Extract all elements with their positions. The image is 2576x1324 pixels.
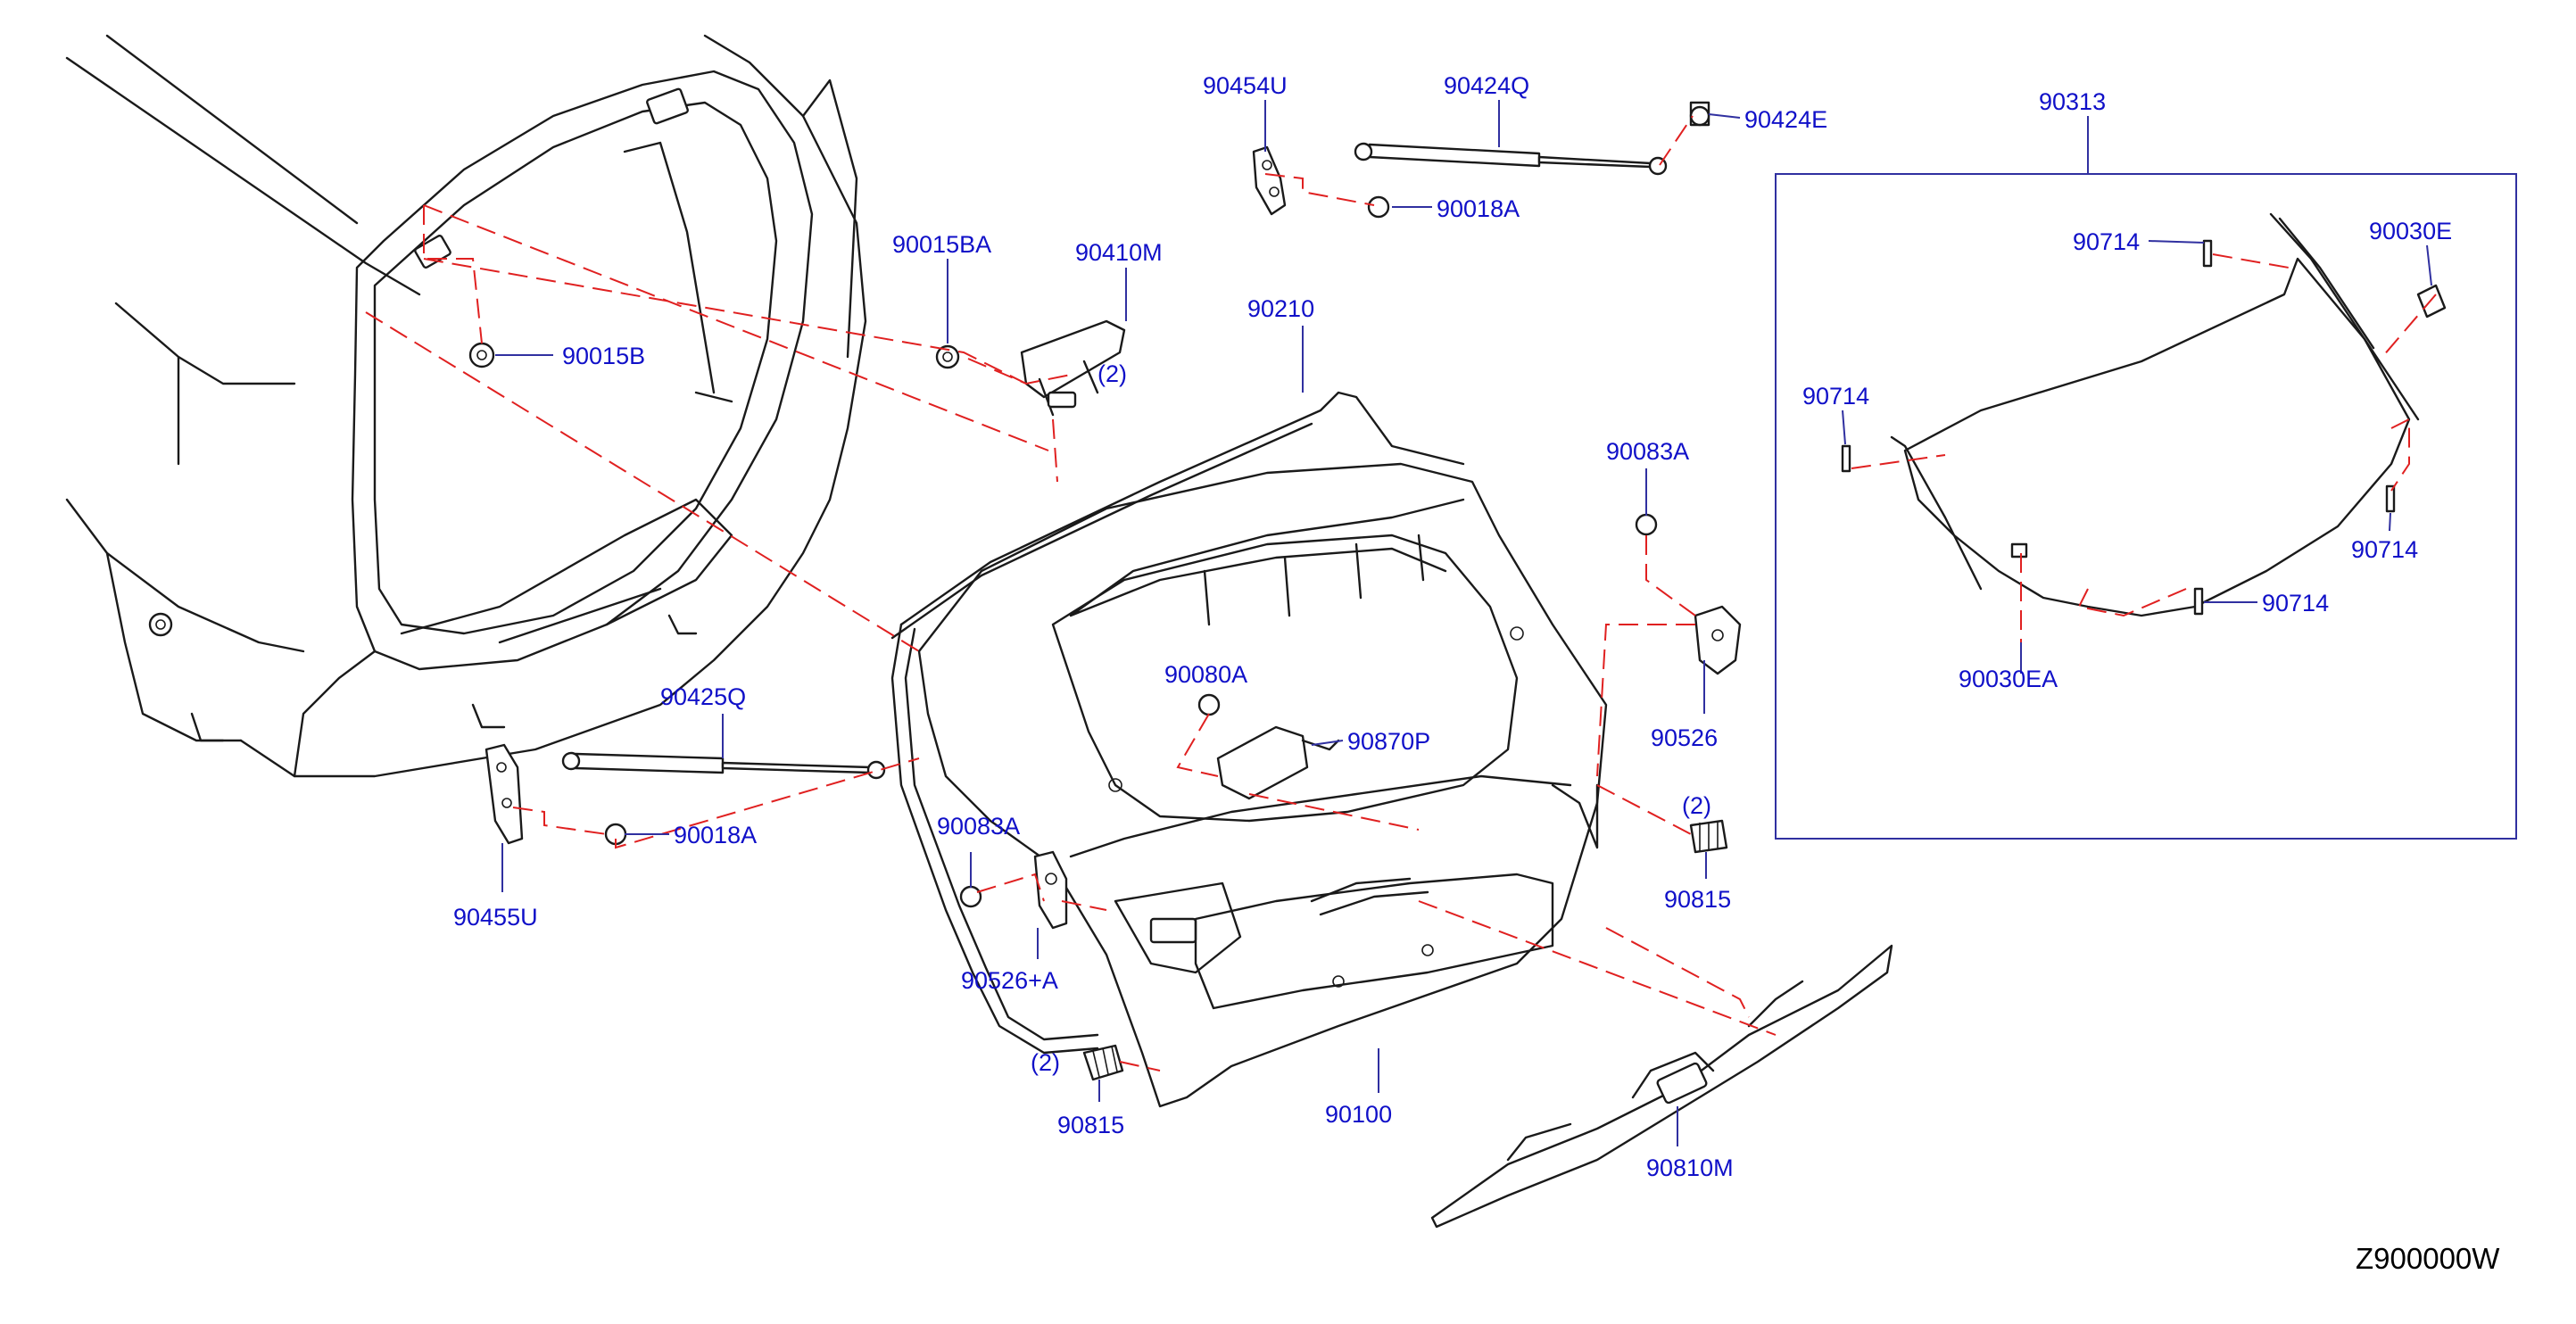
label-90080a[interactable]: 90080A: [1164, 661, 1247, 688]
bumpers-90815: [1082, 819, 1728, 1081]
label-90815-right-qty: (2): [1682, 792, 1711, 819]
label-90526[interactable]: 90526: [1651, 724, 1718, 751]
camera-90870p: [1216, 725, 1340, 800]
label-90100[interactable]: 90100: [1325, 1101, 1392, 1128]
label-90714-b[interactable]: 90714: [1802, 383, 1869, 410]
label-90870p[interactable]: 90870P: [1347, 728, 1430, 755]
label-90410m[interactable]: 90410M: [1075, 239, 1163, 266]
label-90455u[interactable]: 90455U: [453, 904, 538, 931]
dashed-connectors: [365, 115, 2437, 1072]
label-90083a-top[interactable]: 90083A: [1606, 438, 1689, 465]
label-90815-left-qty: (2): [1031, 1049, 1060, 1076]
bracket-90454u: [1252, 145, 1287, 216]
label-90030e[interactable]: 90030E: [2369, 218, 2452, 244]
label-90526a[interactable]: 90526+A: [961, 967, 1058, 994]
label-90714-c[interactable]: 90714: [2351, 536, 2418, 563]
label-90018a-left[interactable]: 90018A: [674, 822, 757, 848]
label-90815-right[interactable]: 90815: [1664, 886, 1731, 913]
label-90030ea[interactable]: 90030EA: [1959, 666, 2058, 692]
label-90018a-top[interactable]: 90018A: [1437, 195, 1520, 222]
leader-lines: [495, 100, 2432, 1146]
label-90454u[interactable]: 90454U: [1203, 72, 1288, 99]
label-90810m[interactable]: 90810M: [1646, 1154, 1734, 1181]
label-90424e[interactable]: 90424E: [1744, 106, 1827, 133]
label-90410m-qty: (2): [1097, 360, 1127, 387]
gas-stay-90424q: [1354, 101, 1710, 176]
gas-stay-90425q: [561, 751, 886, 780]
stoppers: [1033, 605, 1742, 930]
vehicle-body-opening: [65, 34, 867, 778]
fasteners: [468, 195, 1658, 908]
finisher-90810m: [1430, 944, 1893, 1229]
diagram-code: Z900000W: [2356, 1242, 2500, 1275]
weatherstrip-90210: [890, 391, 1465, 1055]
label-90425q[interactable]: 90425Q: [660, 683, 746, 710]
label-90313[interactable]: 90313: [2039, 88, 2106, 115]
rear-window-glass: [1841, 212, 2447, 617]
label-90815-left[interactable]: 90815: [1057, 1112, 1124, 1138]
part-labels: 90454U 90424Q 90424E 90018A 90015BA 9041…: [453, 72, 2452, 1181]
label-90210[interactable]: 90210: [1247, 295, 1314, 322]
label-90015ba[interactable]: 90015BA: [892, 231, 991, 258]
bracket-90455u: [485, 743, 524, 845]
label-90083a-left[interactable]: 90083A: [937, 813, 1020, 840]
label-90714-a[interactable]: 90714: [2073, 228, 2140, 255]
label-90424q[interactable]: 90424Q: [1444, 72, 1529, 99]
label-90015b[interactable]: 90015B: [562, 343, 645, 369]
label-90714-d[interactable]: 90714: [2262, 590, 2329, 616]
inset-frame-90313: [1775, 173, 2517, 840]
